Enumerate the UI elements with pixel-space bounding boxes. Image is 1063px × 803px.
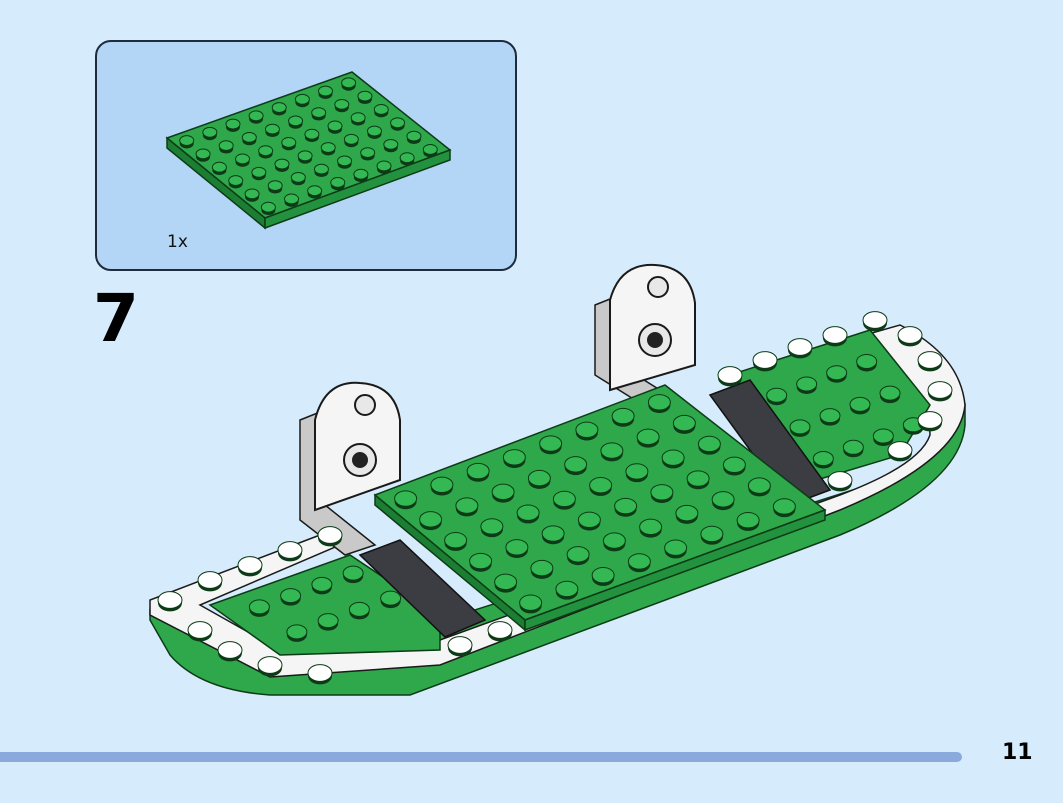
progress-bar (0, 752, 962, 762)
green-plate-6x8-icon (165, 71, 452, 230)
assembly-illustration (149, 263, 966, 696)
parts-callout: 1x (95, 40, 517, 271)
step-number: 7 (93, 280, 139, 357)
part-quantity: 1x (167, 232, 188, 252)
page-number: 11 (1002, 740, 1033, 765)
